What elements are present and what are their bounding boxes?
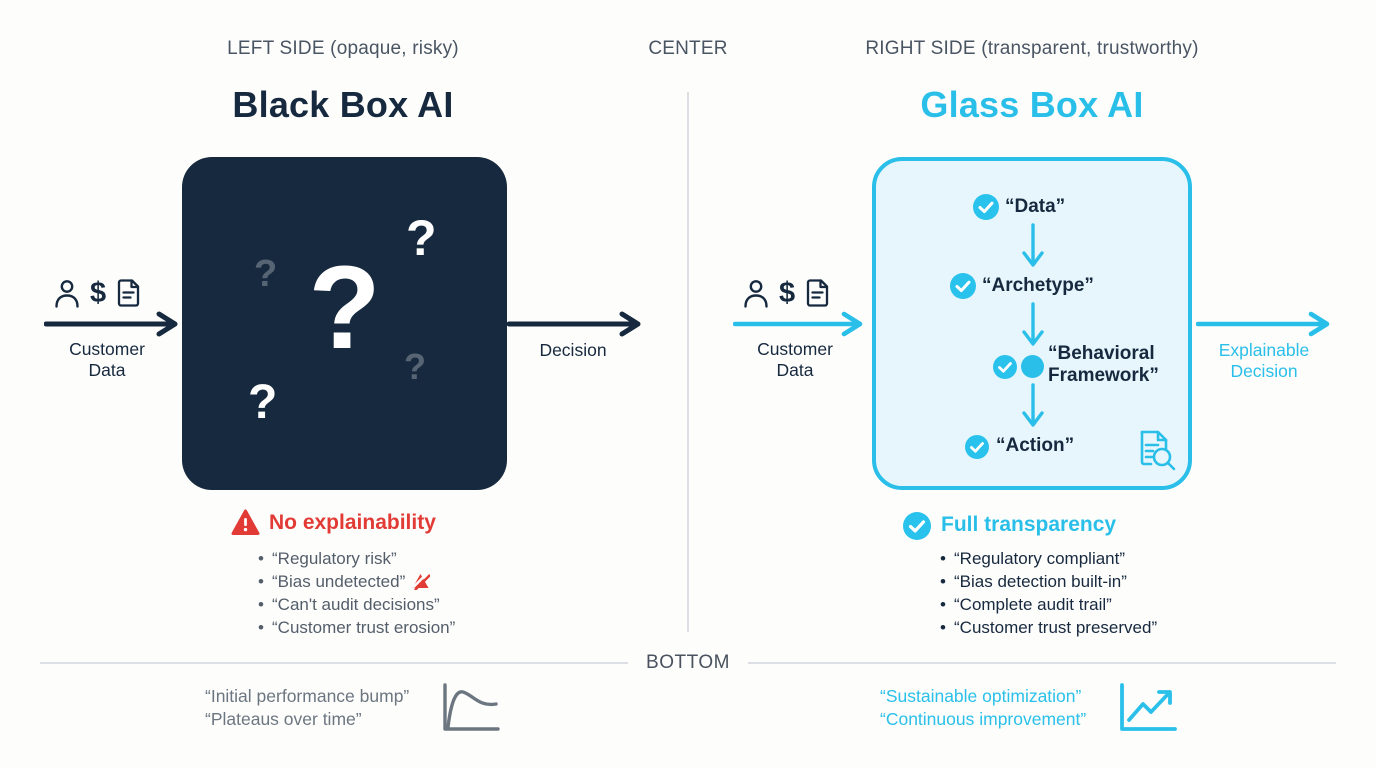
check-circle-icon [965,435,989,459]
question-mark-large: ? [308,242,381,374]
dollar-icon: $ [779,276,796,309]
document-icon [115,278,143,308]
left-output-label: Decision [539,340,607,360]
left-bottom-note: “Initial performance bump” “Plateaus ove… [205,685,409,731]
left-input-icons: $ [53,278,143,308]
question-mark-faded: ? [404,346,426,387]
risk-heading: No explainability [269,511,436,534]
check-circle-icon [993,355,1017,379]
person-icon [742,278,770,308]
left-input-label: Customer Data [69,339,145,380]
benefit-item: “Regulatory compliant” [940,547,1157,570]
question-mark-faded: ? [254,253,278,295]
benefit-list: “Regulatory compliant” “Bias detection b… [940,547,1157,639]
right-input-icons: $ [742,278,832,308]
check-circle-icon [973,194,999,220]
left-output-arrow [507,311,649,337]
benefit-item: “Customer trust preserved” [940,616,1157,639]
right-input-arrow [733,311,871,337]
bottom-label: BOTTOM [646,652,730,673]
right-bottom-note: “Sustainable optimization” “Continuous i… [880,685,1086,731]
down-arrow [1020,223,1046,269]
question-mark: ? [406,210,437,266]
person-icon [53,278,81,308]
divider-line [40,662,629,664]
benefit-item: “Bias detection built-in” [940,570,1157,593]
black-box: ? ? ? ? ? [182,157,507,490]
warning-triangle-icon [231,509,260,536]
bottom-divider: BOTTOM [40,652,1336,674]
right-output-arrow [1196,311,1338,337]
risk-item: “Bias undetected” [258,570,455,593]
flow-step-action: “Action” [996,435,1075,456]
document-icon [804,278,832,308]
risk-list: “Regulatory risk” “Bias undetected” “Can… [258,547,455,639]
risk-item: “Can't audit decisions” [258,593,455,616]
node-dot-icon [1021,355,1044,378]
document-magnifier-icon [1136,429,1176,473]
glass-box-title: Glass Box AI [920,84,1144,125]
black-box-title: Black Box AI [232,84,454,125]
plateau-chart-icon [441,682,501,734]
bias-slash-icon [411,572,431,590]
check-circle-icon [950,273,976,299]
benefit-item: “Complete audit trail” [940,593,1157,616]
left-side-label: LEFT SIDE (opaque, risky) [227,38,459,59]
risk-item: “Regulatory risk” [258,547,455,570]
left-bottom-note-line1: “Initial performance bump” [205,686,410,706]
flow-step-archetype: “Archetype” [982,275,1094,296]
left-input-arrow [44,311,186,337]
right-bottom-note-line1: “Sustainable optimization” [880,686,1082,706]
right-side-label: RIGHT SIDE (transparent, trustworthy) [865,38,1199,59]
center-divider [687,92,689,632]
divider-line [747,662,1336,664]
right-bottom-note-line2: “Continuous improvement” [880,709,1087,729]
question-mark: ? [248,376,278,429]
growth-chart-icon [1118,682,1178,734]
right-input-label: Customer Data [757,339,833,380]
risk-item: “Customer trust erosion” [258,616,455,639]
right-output-label: Explainable Decision [1218,340,1310,381]
benefit-heading: Full transparency [941,513,1117,536]
glass-box: “Data” “Archetype” “Behavioral Framework… [872,157,1192,490]
flow-step-behavioral-framework: “Behavioral Framework” [1048,343,1159,386]
center-label: CENTER [648,38,728,59]
left-bottom-note-line2: “Plateaus over time” [205,709,362,729]
down-arrow [1020,383,1046,429]
flow-step-data: “Data” [1005,196,1066,217]
down-arrow [1020,302,1046,348]
check-circle-icon [903,512,931,540]
dollar-icon: $ [90,276,107,309]
